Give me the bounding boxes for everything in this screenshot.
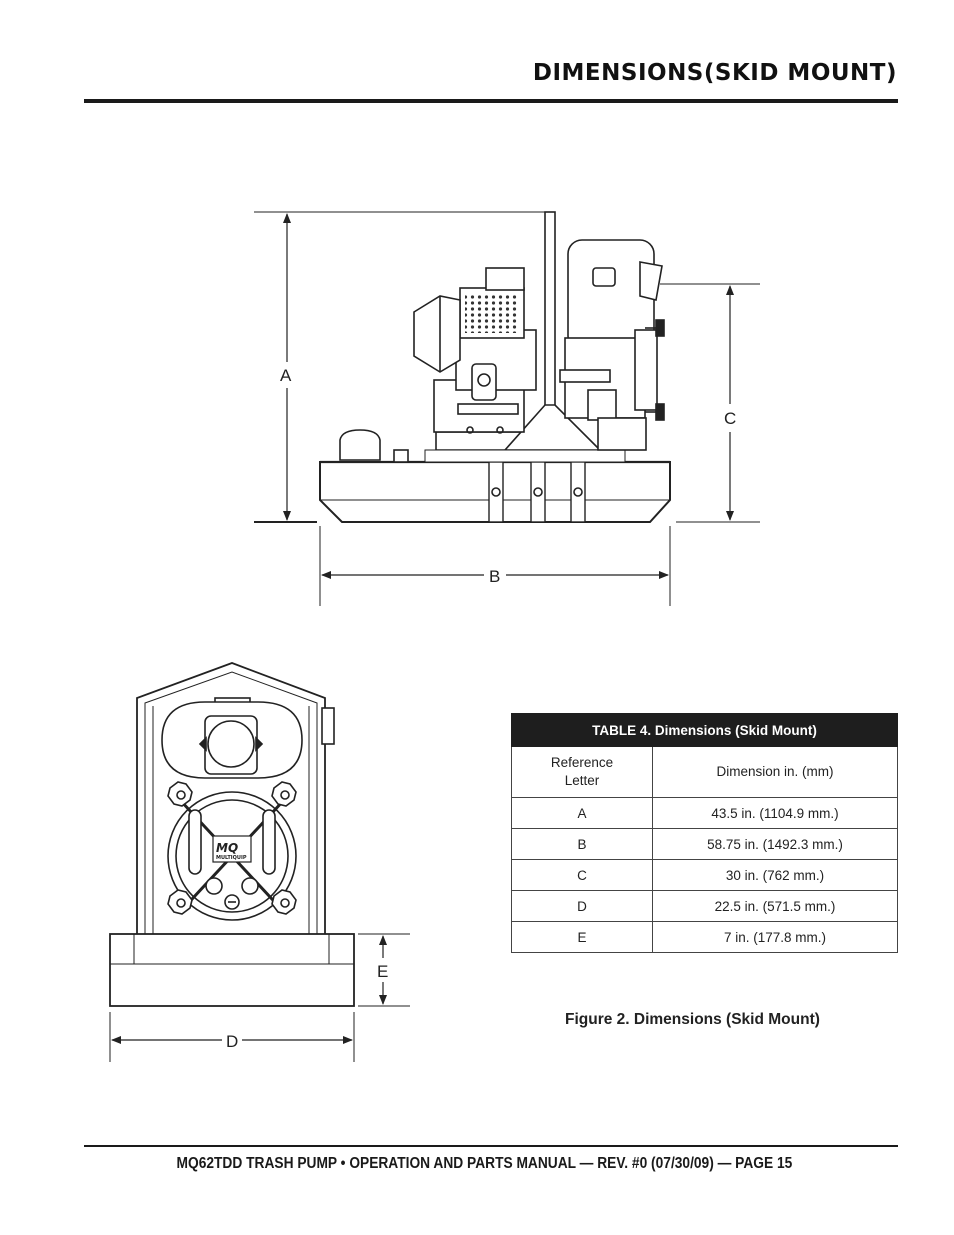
table-row: D 22.5 in. (571.5 mm.): [511, 890, 898, 922]
page-footer: MQ62TDD TRASH PUMP • OPERATION AND PARTS…: [176, 1155, 793, 1172]
table-row: A 43.5 in. (1104.9 mm.): [511, 797, 898, 829]
mq-logo-plate: [212, 835, 252, 863]
fuel-cap: [339, 429, 381, 461]
page-title: DIMENSIONS(SKID MOUNT): [532, 60, 897, 86]
figure-caption: Figure 2. Dimensions (Skid Mount): [565, 1011, 820, 1028]
column-header-dimension: Dimension in. (mm): [652, 746, 898, 798]
column-header-reference-text: Reference Letter: [550, 755, 614, 788]
row-dimension: 58.75 in. (1492.3 mm.): [652, 828, 898, 860]
logo-subtext: MULTIQUIP: [216, 855, 247, 861]
side-view: [254, 211, 760, 606]
row-dimension: 22.5 in. (571.5 mm.): [652, 890, 898, 922]
table-row: B 58.75 in. (1492.3 mm.): [511, 828, 898, 860]
label-a: A: [280, 366, 292, 385]
row-letter: C: [511, 859, 653, 891]
row-letter: B: [511, 828, 653, 860]
column-header-reference: Reference Letter: [511, 746, 653, 798]
row-dimension: 43.5 in. (1104.9 mm.): [652, 797, 898, 829]
dimensions-table: TABLE 4. Dimensions (Skid Mount) Referen…: [511, 713, 898, 953]
front-skid-base: [109, 933, 355, 1007]
air-cleaner: [413, 295, 461, 373]
table-title: TABLE 4. Dimensions (Skid Mount): [511, 713, 898, 747]
label-c: C: [724, 409, 736, 428]
table-row: C 30 in. (762 mm.): [511, 859, 898, 891]
label-b: B: [489, 567, 500, 586]
row-letter: E: [511, 921, 653, 953]
row-letter: D: [511, 890, 653, 922]
table-row: E 7 in. (177.8 mm.): [511, 921, 898, 953]
footer-rule: [84, 1145, 898, 1147]
header-rule: [84, 99, 898, 103]
label-d: D: [226, 1032, 238, 1051]
label-e: E: [377, 962, 388, 981]
row-letter: A: [511, 797, 653, 829]
logo-text: MQ: [216, 841, 238, 855]
front-view: [109, 662, 410, 1062]
row-dimension: 7 in. (177.8 mm.): [652, 921, 898, 953]
row-dimension: 30 in. (762 mm.): [652, 859, 898, 891]
